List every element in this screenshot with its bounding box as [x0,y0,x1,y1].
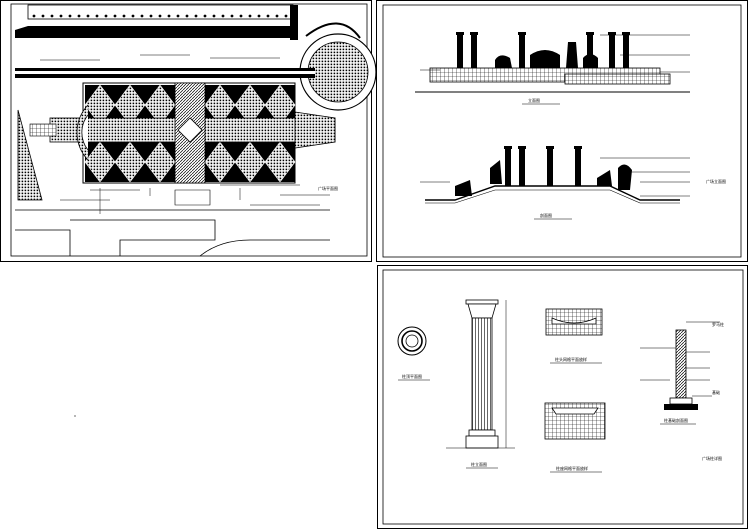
paving-diamond [204,141,236,183]
planting-dot [131,14,135,18]
column-shaft [587,35,593,68]
planting-dot [32,14,36,18]
planting-dot [257,14,261,18]
column-capital [456,32,464,35]
ring-caption: 柱顶平面图 [402,373,422,379]
column-caption: 柱立面图 [471,461,487,467]
planting-dot [185,14,189,18]
column-shaft [457,35,463,68]
paving-diamond [234,141,266,183]
base-grid-caption: 柱座网格平面放样 [556,465,588,471]
paving-diamond [114,141,146,183]
planting-dot [158,14,162,18]
column-capital [518,32,526,35]
planting-dot [284,14,288,18]
paving-diamond [144,141,176,183]
column-capital [574,146,582,149]
planting-dot [41,14,45,18]
detail-note: 广场柱详图 [702,455,722,461]
detail-panel: 柱顶平面图 柱立面图 柱头网格平面放样 柱座网格平面放样 [377,265,748,529]
foundation-section [640,321,720,410]
planting-dot [68,14,72,18]
column-capital [586,32,594,35]
section-label-foundation: 基础 [712,389,720,395]
column-shaft [575,149,581,186]
planting-dot [140,14,144,18]
column-shaft [519,149,525,186]
planting-dot [59,14,63,18]
column-shaft [471,35,477,68]
planting-dot [167,14,171,18]
section-caption: 柱基础剖面图 [664,417,688,423]
elevation-bottom-caption: 剖面图 [540,212,552,218]
planting-dot [248,14,252,18]
plan-panel: 广场平面图 [0,0,377,262]
column-capital [546,146,554,149]
section-label-column: 罗马柱 [712,321,724,327]
planting-dot [230,14,234,18]
elevation-panel: 立面图 剖面图 广场立面图 [376,0,748,262]
column-shaft [505,149,511,186]
planting-dot [77,14,81,18]
planting-dot [86,14,90,18]
planting-dot [50,14,54,18]
elevation-top-caption: 立面图 [528,97,540,103]
column-shaft [609,35,615,68]
planting-dot [275,14,279,18]
planting-dot [221,14,225,18]
column-capital [504,146,512,149]
planting-dot [212,14,216,18]
planting-dot [194,14,198,18]
column-elevation [446,299,515,449]
column-shaft [547,149,553,186]
planting-dot [95,14,99,18]
stray-dot [74,415,76,417]
elevation-note: 广场立面图 [706,178,726,184]
planting-dot [239,14,243,18]
plan-note: 广场平面图 [318,185,338,191]
planting-dot [176,14,180,18]
column-capital [470,32,478,35]
planting-dot [122,14,126,18]
column-capital [608,32,616,35]
cap-grid-caption: 柱头网格平面放样 [555,356,587,362]
column-shaft [623,35,629,68]
paving-diamond [264,141,296,183]
planting-dot [266,14,270,18]
planting-dot [104,14,108,18]
column-shaft [519,35,525,68]
planting-dot [203,14,207,18]
planting-dot [113,14,117,18]
column-capital [622,32,630,35]
column-capital [518,146,526,149]
paving-diamond [84,141,116,183]
planting-dot [149,14,153,18]
